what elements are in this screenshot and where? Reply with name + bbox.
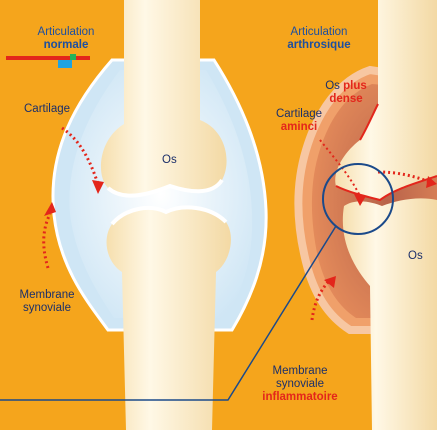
dense-bone-highlight-2: dense: [329, 93, 362, 105]
thin-cartilage-word: Cartilage: [276, 108, 322, 120]
normal-cartilage-label: Cartilage: [24, 103, 70, 116]
small-blue-tag: [58, 60, 72, 68]
normal-title: Articulation normale: [24, 26, 108, 52]
normal-lower-bone: [107, 207, 231, 430]
dense-bone-highlight-1: plus: [343, 80, 367, 92]
inflamed-membrane-line1: Membrane: [273, 365, 328, 377]
arthrosis-bone-label: Os: [408, 250, 423, 263]
normal-bone-label: Os: [162, 154, 177, 167]
arthrosis-title: Articulation arthrosique: [272, 26, 366, 52]
arthrosis-title-line2: arthrosique: [287, 39, 350, 51]
normal-title-line2: normale: [44, 39, 89, 51]
inflamed-membrane-label: Membrane synoviale inflammatoire: [254, 365, 346, 404]
thin-cartilage-highlight: aminci: [281, 121, 317, 133]
dense-bone-label: Os plus dense: [316, 80, 376, 106]
normal-membrane-line2: synoviale: [23, 302, 71, 314]
normal-title-line1: Articulation: [38, 26, 95, 38]
normal-membrane-line1: Membrane: [20, 289, 75, 301]
normal-membrane-label: Membrane synoviale: [16, 289, 78, 315]
inflamed-membrane-line2: synoviale: [276, 378, 324, 390]
thin-cartilage-label: Cartilage aminci: [270, 108, 328, 134]
dense-bone-prefix: Os: [325, 80, 340, 92]
small-green-tag: [70, 54, 76, 60]
title-underline: [6, 56, 90, 60]
inflamed-membrane-highlight: inflammatoire: [262, 391, 337, 403]
arthrosis-title-line1: Articulation: [291, 26, 348, 38]
